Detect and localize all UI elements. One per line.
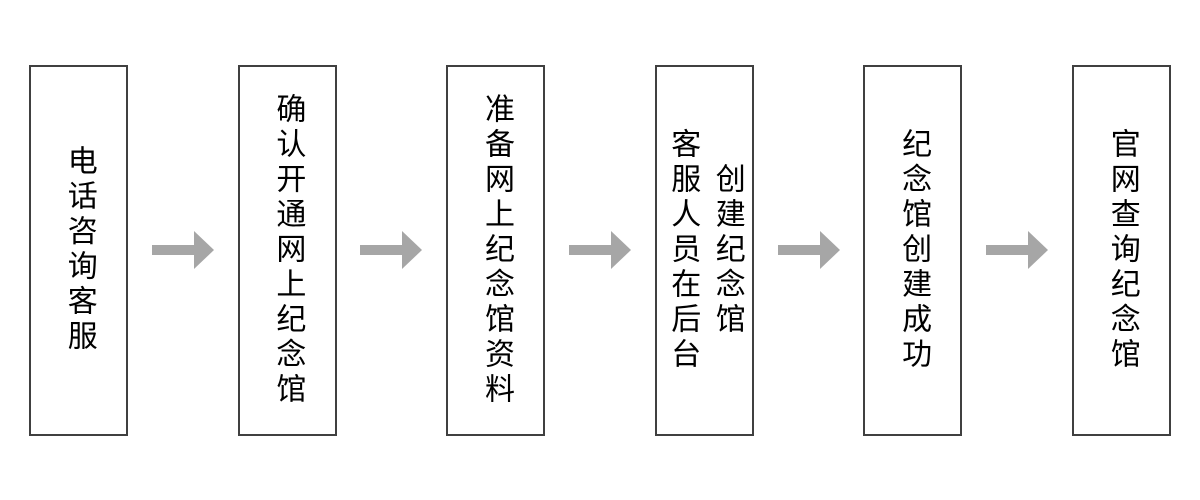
arrow-right-glyph — [777, 231, 840, 269]
arrow-right-icon — [360, 231, 423, 269]
arrow-right-glyph — [151, 231, 214, 269]
arrow-right-icon — [777, 231, 840, 269]
arrow-right-icon — [151, 231, 214, 269]
arrow-right-icon — [568, 231, 631, 269]
step-label: 确认开通网上纪念馆 — [271, 92, 305, 408]
step-label-line-1: 客服人员在后台 — [666, 127, 700, 373]
arrow-right-glyph — [568, 231, 631, 269]
arrow-right-glyph — [986, 231, 1049, 269]
step-box-backend-create: 客服人员在后台 创建纪念馆 — [654, 64, 754, 436]
arrow-right-icon — [986, 231, 1049, 269]
arrow-right-glyph — [360, 231, 423, 269]
step-box-confirm-open: 确认开通网上纪念馆 — [237, 64, 337, 436]
step-label: 官网查询纪念馆 — [1105, 127, 1139, 373]
step-box-phone-consult: 电话咨询客服 — [29, 64, 128, 436]
step-label: 电话咨询客服 — [62, 145, 96, 355]
step-box-create-success: 纪念馆创建成功 — [863, 64, 963, 436]
step-label: 准备网上纪念馆资料 — [479, 92, 513, 408]
step-label: 纪念馆创建成功 — [897, 127, 931, 373]
step-label-line-2: 创建纪念馆 — [710, 162, 744, 338]
step-box-prepare-materials: 准备网上纪念馆资料 — [446, 64, 546, 436]
step-box-official-site-query: 官网查询纪念馆 — [1071, 64, 1171, 436]
